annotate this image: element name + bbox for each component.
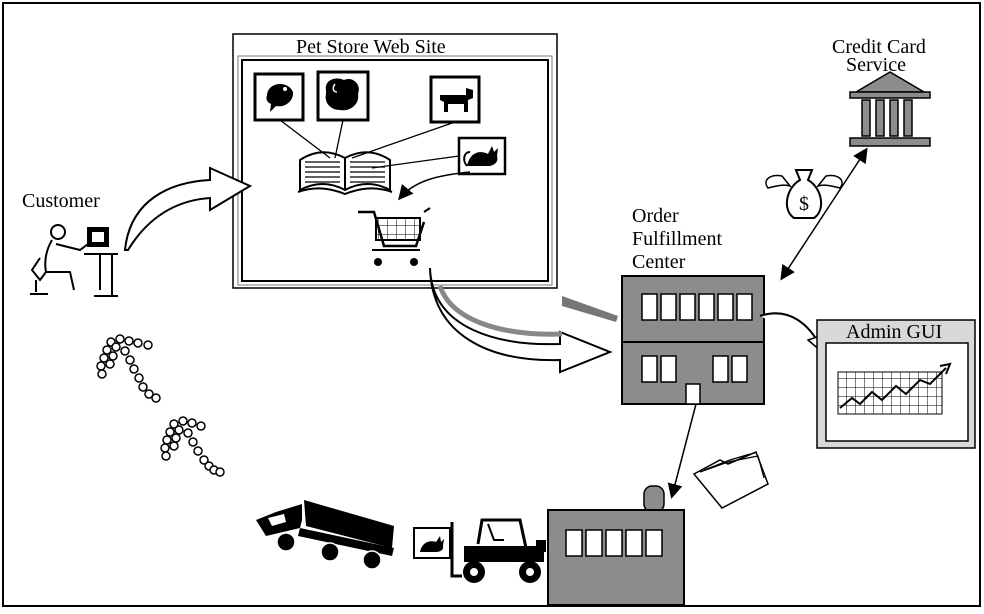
credit-card-label-line1: Credit Card <box>832 36 926 58</box>
footprint-trail-upper <box>96 334 161 403</box>
money-bag-icon: $ <box>765 169 843 219</box>
order-fulfillment-building <box>621 275 765 405</box>
credit-card-label-line2: Service <box>846 54 906 76</box>
order-to-warehouse-arrow <box>667 403 697 499</box>
order-label-line2: Fulfillment <box>632 228 722 250</box>
order-label-line1: Order <box>632 205 679 227</box>
customer-at-computer-icon <box>30 224 118 297</box>
admin-gui-panel <box>816 319 976 449</box>
customer-to-website-arrow <box>123 166 253 251</box>
money-bag-symbol: $ <box>799 193 809 215</box>
admin-gui-title: Admin GUI <box>846 321 943 343</box>
pet-store-title: Pet Store Web Site <box>296 36 446 58</box>
fish-icon <box>253 72 305 122</box>
cat-icon <box>457 136 507 176</box>
turkey-icon <box>316 70 370 122</box>
forklift-icon <box>413 518 546 583</box>
delivery-truck-icon <box>256 500 394 570</box>
order-label-line3: Center <box>632 251 686 273</box>
add-to-cart-arrow <box>398 171 471 201</box>
dog-icon <box>429 75 481 124</box>
catalog-connectors <box>279 119 460 169</box>
customer-label: Customer <box>22 190 100 212</box>
website-to-order-arrow <box>429 267 613 374</box>
folder-icon <box>692 451 769 509</box>
bank-building-icon <box>849 71 931 147</box>
warehouse-building <box>547 485 685 606</box>
catalog-book-icon <box>297 151 393 196</box>
footprint-trail-lower <box>160 416 225 477</box>
shopping-cart-icon <box>358 207 431 266</box>
payment-arrow <box>780 147 868 281</box>
